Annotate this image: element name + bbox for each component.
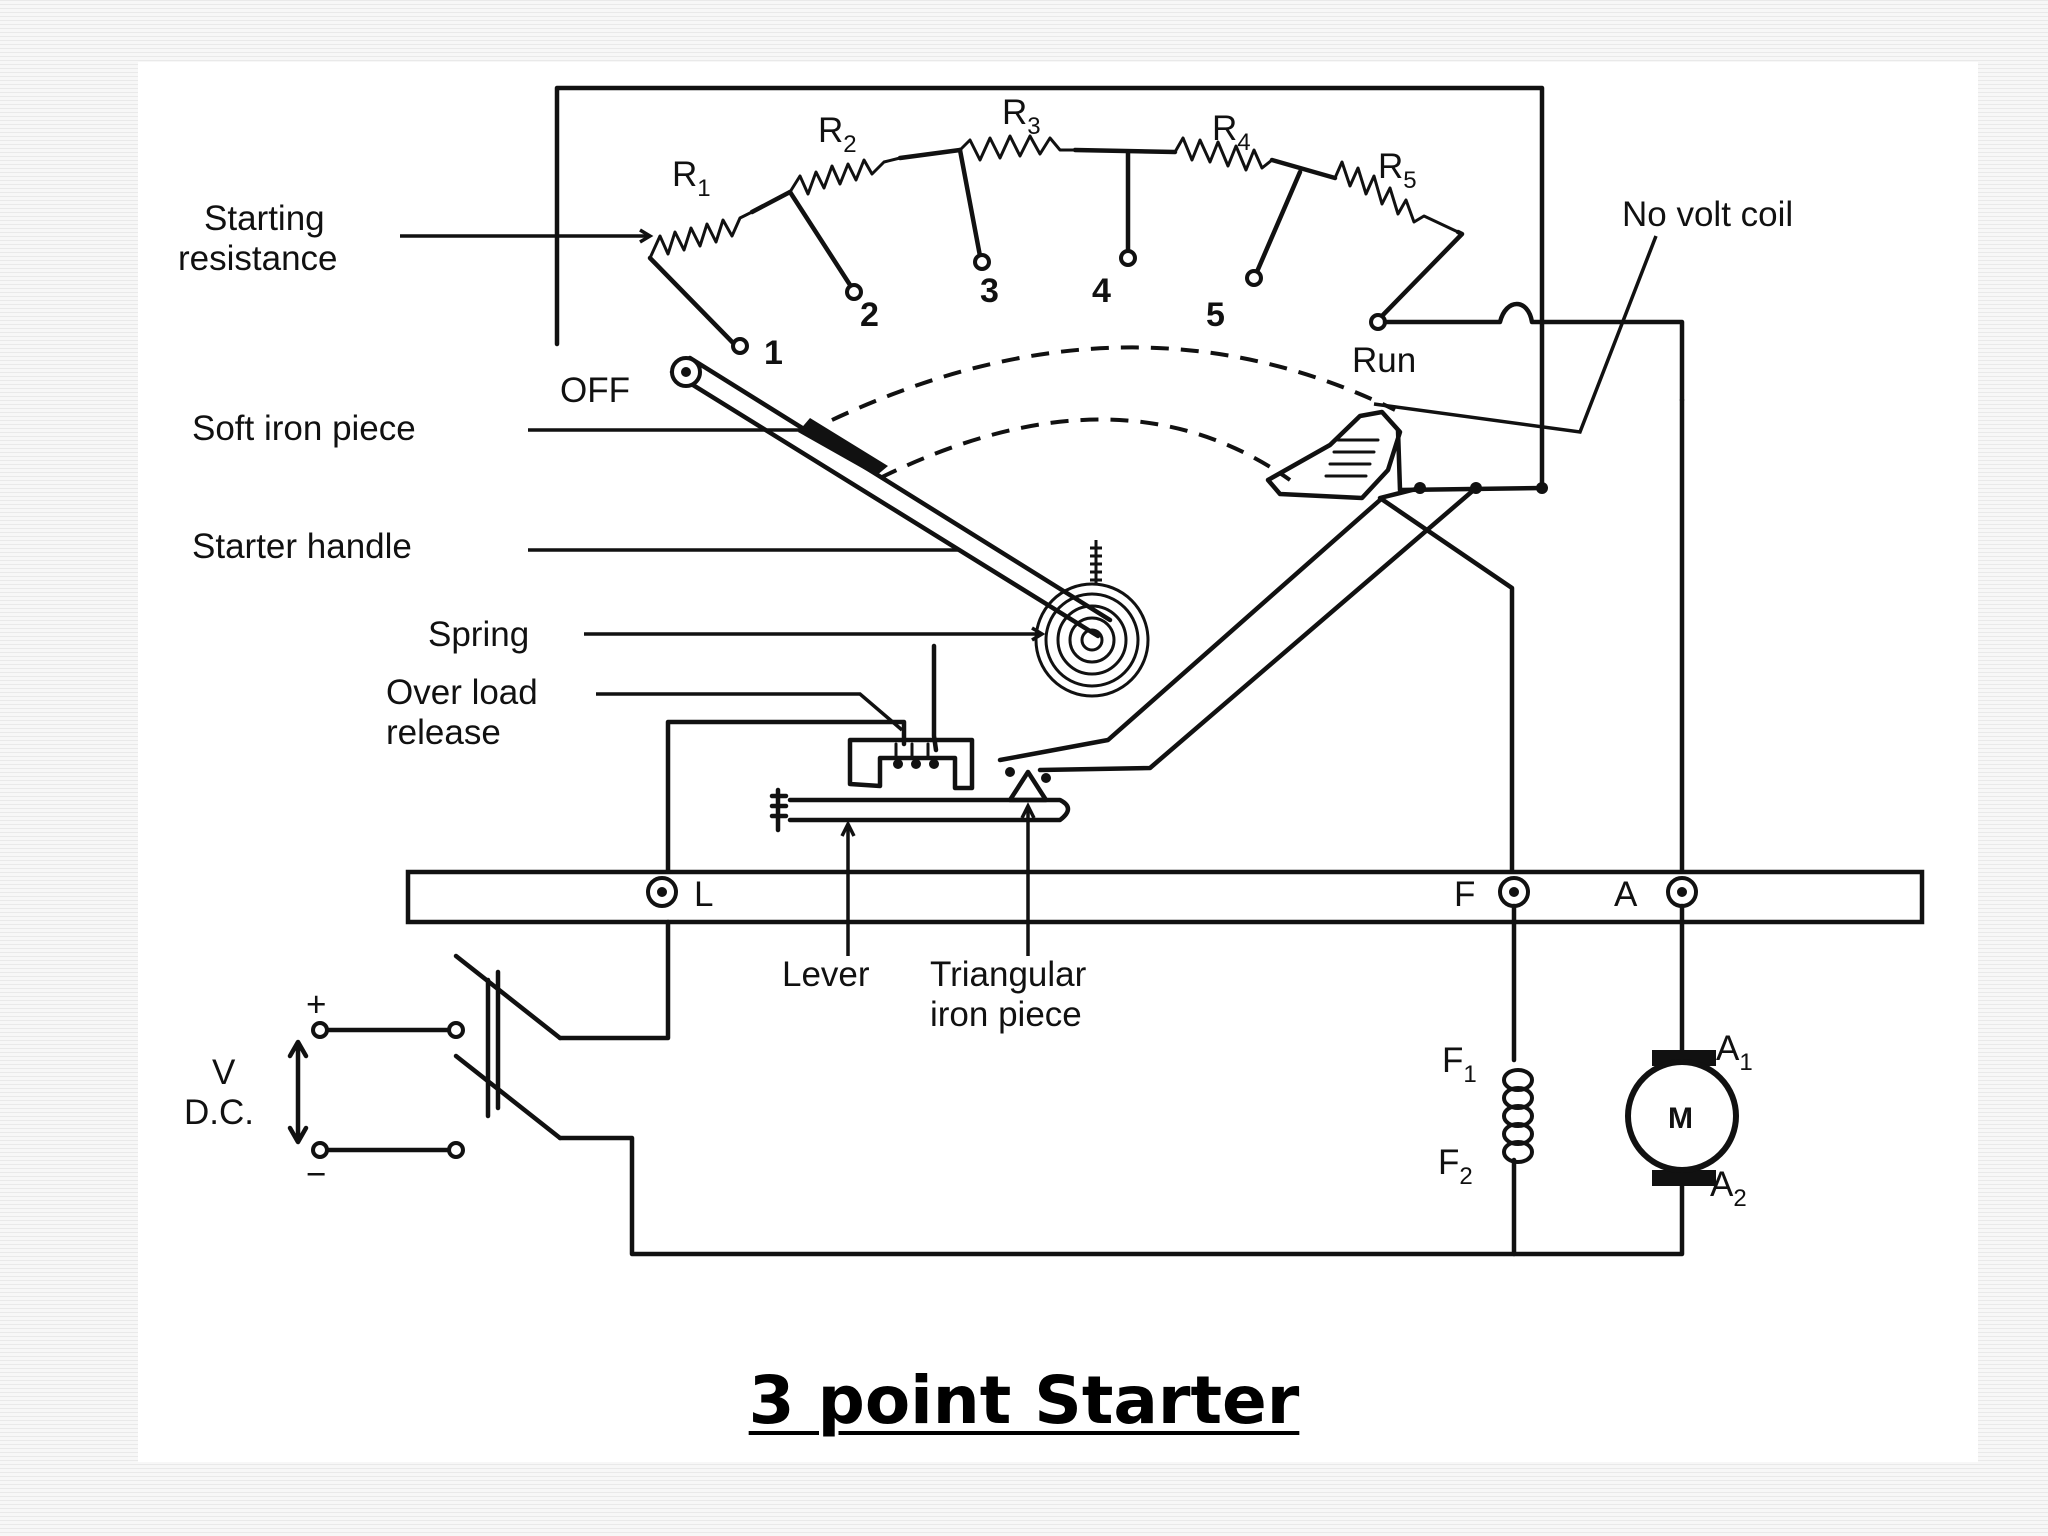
dc-supply	[287, 919, 671, 1159]
contact-studs	[731, 249, 1387, 355]
stud-3	[973, 253, 991, 271]
label-terminal-l: L	[694, 875, 713, 914]
resistor-r2	[788, 156, 902, 196]
label-plus: +	[306, 985, 326, 1024]
label-over-load-1: Over load	[386, 673, 538, 712]
label-r2: R2	[818, 111, 857, 158]
resistor-r1	[648, 210, 754, 260]
starter-handle	[669, 355, 1113, 639]
travel-arc-outer	[831, 345, 1396, 422]
spring-shape	[1034, 540, 1150, 698]
run-wire	[1382, 301, 1685, 403]
label-run: Run	[1352, 341, 1416, 380]
resistor-r4	[1173, 136, 1274, 172]
stud-1	[731, 337, 749, 355]
label-stud-3: 3	[980, 272, 999, 310]
label-r4: R4	[1212, 109, 1251, 156]
label-stud-4: 4	[1092, 272, 1111, 310]
label-stud-1: 1	[764, 334, 783, 372]
shunt-field-winding	[1502, 1068, 1534, 1164]
label-off: OFF	[560, 371, 630, 410]
label-starting-resistance-2: resistance	[178, 239, 338, 278]
stud-2	[845, 283, 863, 301]
label-v: V	[212, 1053, 236, 1092]
stud-5	[1245, 269, 1263, 287]
label-a2: A2	[1710, 1165, 1747, 1212]
label-no-volt-coil: No volt coil	[1622, 195, 1793, 234]
label-over-load-2: release	[386, 713, 501, 752]
overload-release-shape	[847, 643, 975, 791]
resistor-r3	[958, 134, 1077, 162]
no-volt-coil	[1265, 409, 1548, 501]
label-lever: Lever	[782, 955, 870, 994]
label-minus: −	[306, 1155, 326, 1194]
starting-resistance-chain	[647, 134, 1465, 353]
label-stud-2: 2	[860, 296, 879, 334]
label-starter-handle: Starter handle	[192, 527, 412, 566]
label-terminal-f: F	[1454, 875, 1475, 914]
label-triangular-1: Triangular	[930, 955, 1087, 994]
label-triangular-2: iron piece	[930, 995, 1082, 1034]
lever-shape	[769, 767, 1071, 833]
diagram-caption: 3 point Starter	[748, 1362, 1300, 1439]
field-wire	[1377, 485, 1515, 903]
motor	[1625, 1050, 1739, 1186]
coil-return-strip	[997, 485, 1479, 773]
stud-4	[1119, 249, 1137, 267]
line-wire	[665, 719, 907, 883]
travel-arc-inner	[879, 417, 1292, 482]
label-r3: R3	[1002, 93, 1041, 140]
label-spring: Spring	[428, 615, 529, 654]
resistor-r5	[1333, 160, 1460, 234]
label-f2: F2	[1438, 1143, 1473, 1190]
label-f1: F1	[1442, 1041, 1477, 1088]
starter-box	[554, 85, 1545, 491]
triangular-iron-piece-shape	[1007, 769, 1049, 803]
label-soft-iron-piece: Soft iron piece	[192, 409, 416, 448]
label-a1: A1	[1716, 1029, 1753, 1076]
soft-iron-piece-shape	[798, 418, 888, 476]
label-r1: R1	[672, 155, 711, 202]
label-terminal-a: A	[1614, 875, 1638, 914]
label-dc: D.C.	[184, 1093, 254, 1132]
label-starting-resistance-1: Starting	[204, 199, 325, 238]
slide-panel	[138, 62, 1978, 1462]
label-r5: R5	[1378, 147, 1417, 194]
label-stud-5: 5	[1206, 296, 1225, 334]
leader-lines	[400, 228, 1658, 956]
label-motor: M	[1668, 1102, 1693, 1135]
